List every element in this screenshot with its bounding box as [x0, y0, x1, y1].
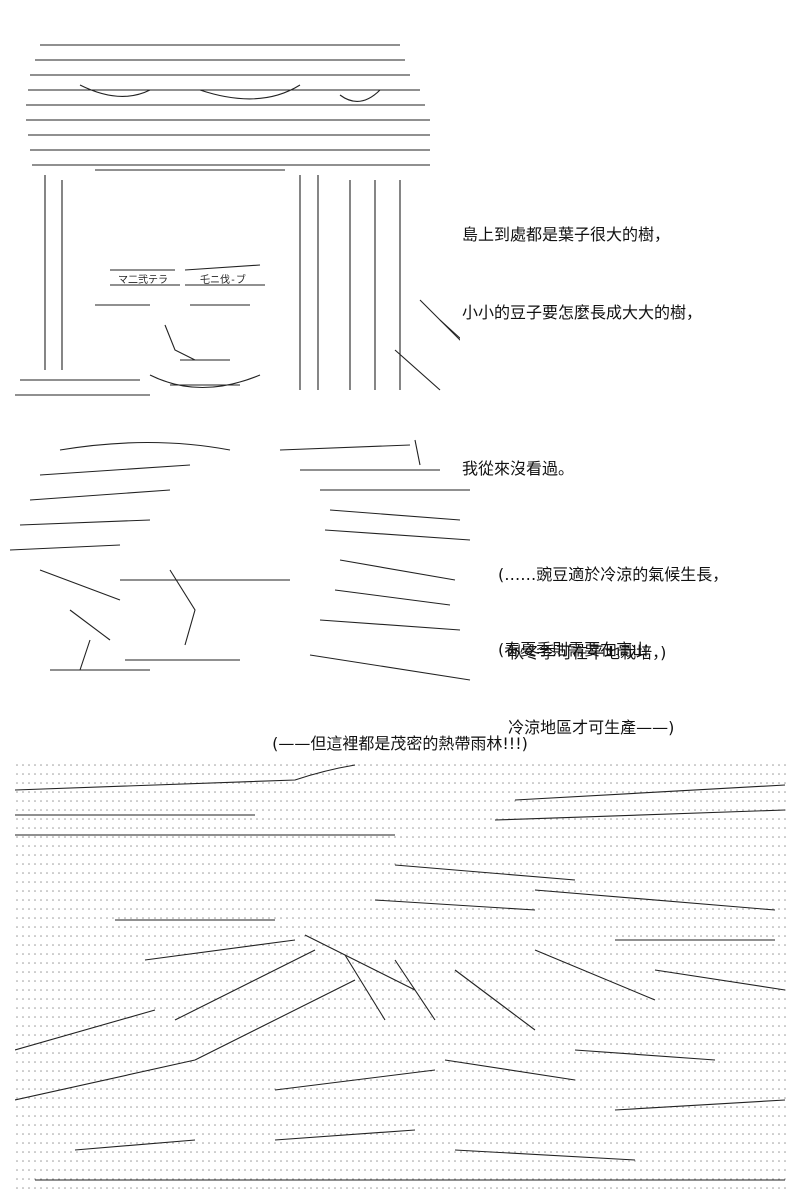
panel1-caption: 島上到處都是葉子很大的樹， 小小的豆子要怎麼長成大大的樹， 我從來沒看過。 [462, 170, 702, 508]
caption-line: 小小的豆子要怎麼長成大大的樹， [462, 303, 703, 322]
hair-lines [26, 44, 430, 166]
right-figure [279, 439, 471, 681]
panel2-caption-top: (……豌豆適於冷涼的氣候生長， 秋冬季可在平地栽培，) [498, 510, 728, 692]
pea-pod-art [9, 439, 471, 681]
caption-line: 島上到處都是葉子很大的樹， [462, 225, 671, 244]
forest-texture [15, 760, 790, 1190]
nose-mouth [149, 324, 261, 388]
face-outline [15, 169, 401, 396]
panel-rainforest [15, 760, 790, 1190]
eyes: マ二弐テラ 乇ニ伐-ブ [95, 264, 265, 306]
caption-line: (……豌豆適於冷涼的氣候生長， [498, 565, 729, 584]
svg-text:乇ニ伐-ブ: 乇ニ伐-ブ [200, 273, 246, 286]
panel2-caption-bottom: (春夏季則需要在高山 冷涼地區才可生產——) [498, 585, 674, 767]
caption-line: 冷涼地區才可生產——) [498, 718, 675, 737]
hair-strands [394, 299, 460, 391]
caption-line: 秋冬季可在平地栽培，) [498, 643, 667, 662]
panel3-narration: (——但這裡都是茂密的熱帶雨林!!!) [272, 734, 528, 753]
rainforest-art [15, 760, 790, 1190]
panel-character-closeup: マ二弐テラ 乇ニ伐-ブ [0, 30, 460, 410]
character-art: マ二弐テラ 乇ニ伐-ブ [15, 44, 460, 396]
caption-line [462, 378, 702, 404]
caption-line: 我從來沒看過。 [462, 459, 575, 478]
caption-line: (春夏季則需要在高山 [498, 640, 649, 659]
forest-lines [15, 764, 786, 1181]
panel-pea-pod [0, 430, 490, 690]
left-figure [9, 441, 290, 671]
svg-text:マ二弐テラ: マ二弐テラ [118, 274, 168, 286]
